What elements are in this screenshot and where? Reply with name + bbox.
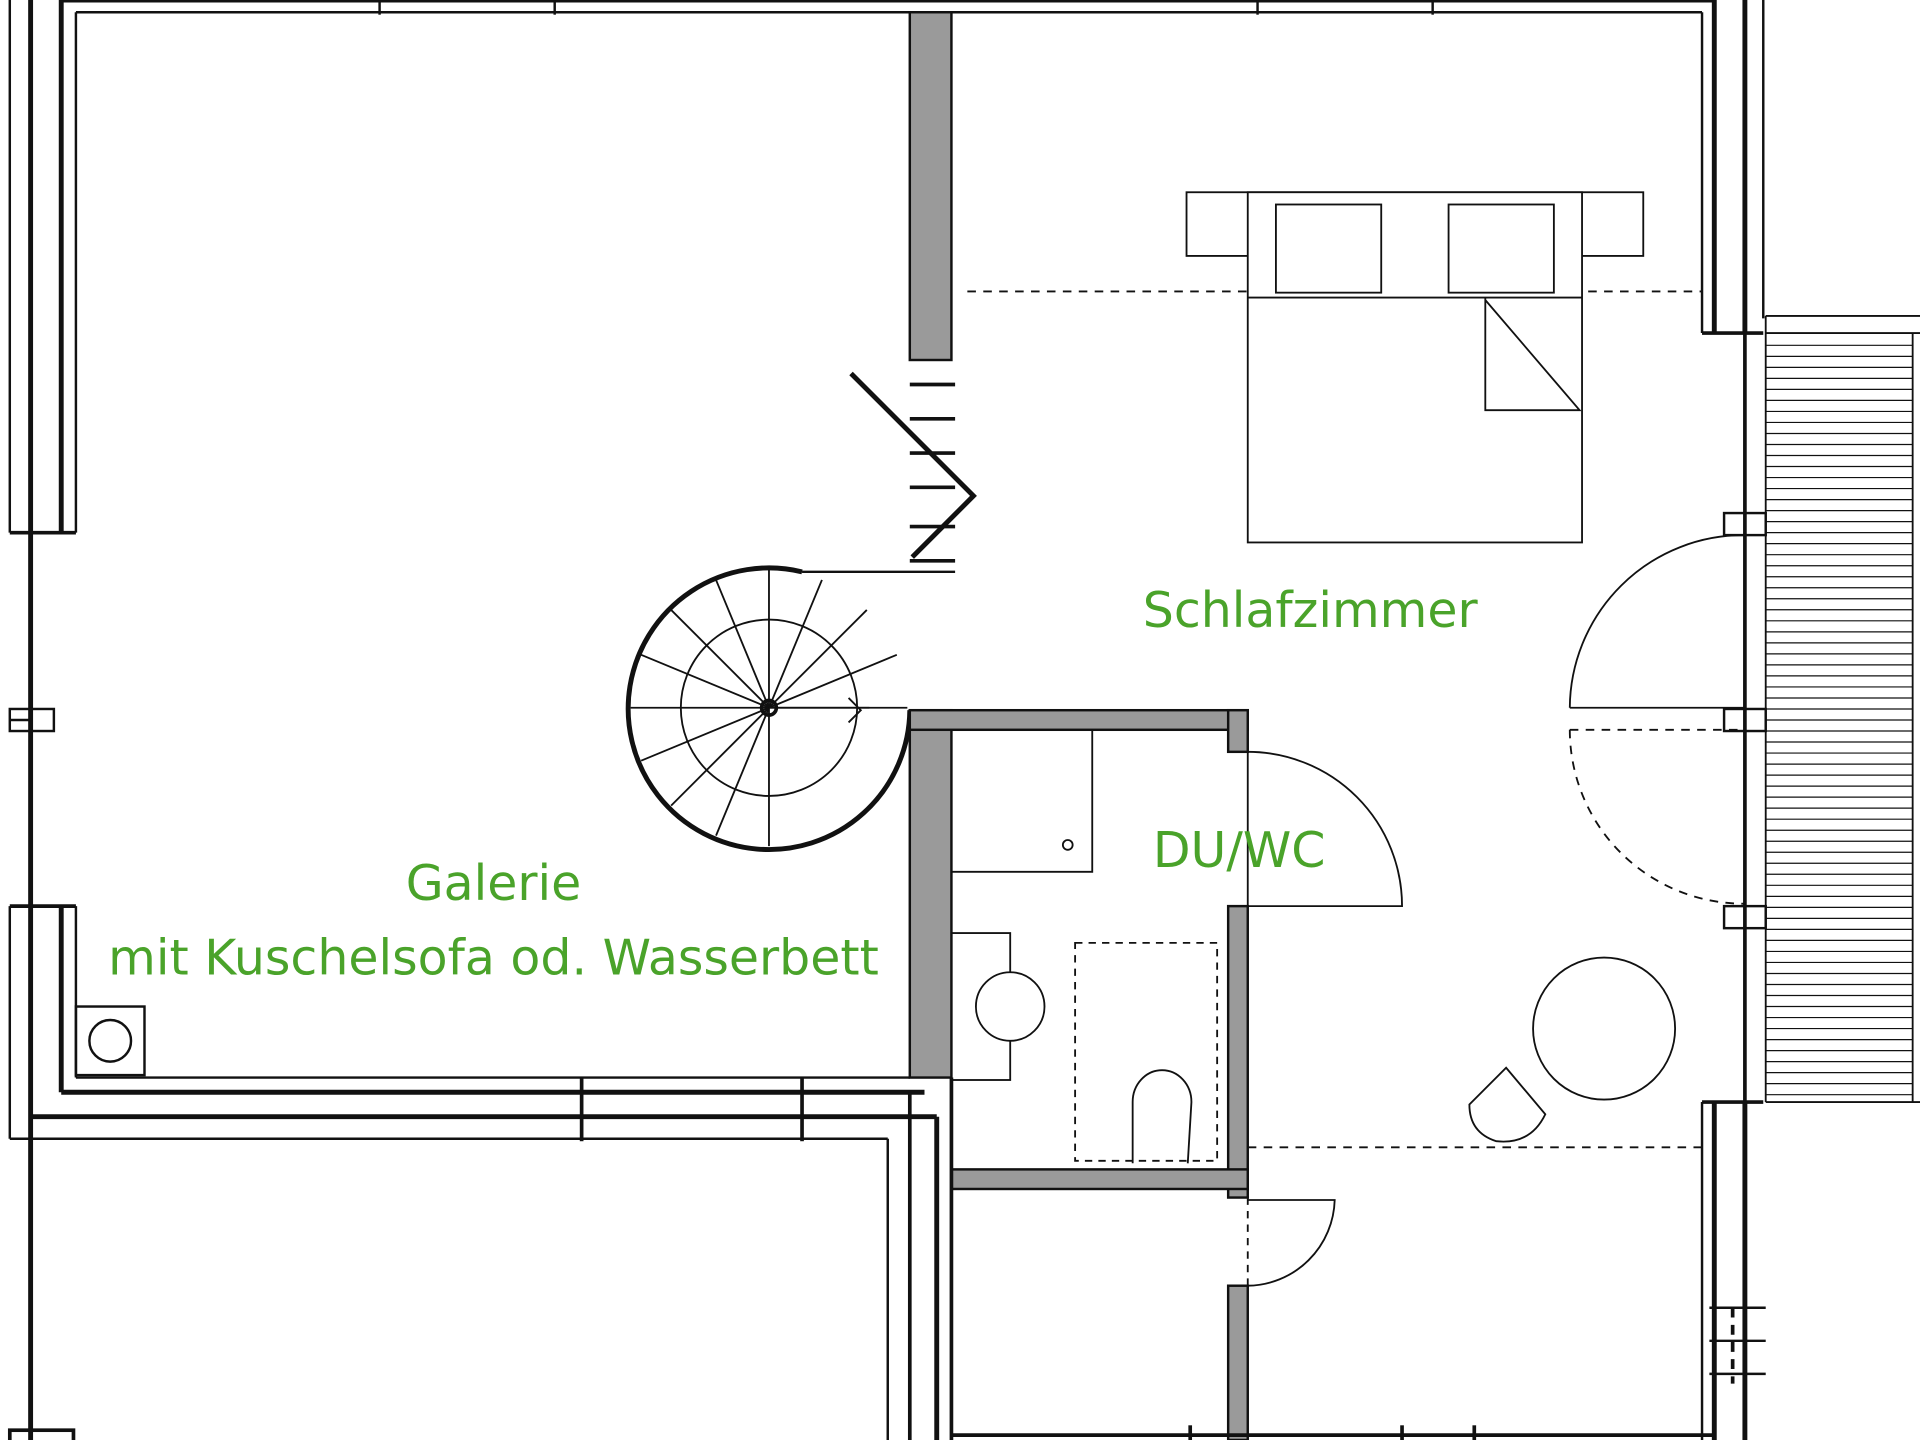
- room-label-galerie-detail: mit Kuschelsofa od. Wasserbett: [108, 930, 879, 987]
- bottom-wall: [951, 1425, 1715, 1440]
- room-label-du-wc: DU/WC: [1153, 822, 1326, 879]
- room-label-galerie: Galerie: [406, 855, 582, 912]
- bathroom-walls: [908, 708, 1249, 1440]
- hall-door: [1246, 1197, 1336, 1287]
- table-and-chair: [1468, 956, 1677, 1143]
- double-bed: [1185, 191, 1645, 544]
- room-label-schlafzimmer: Schlafzimmer: [1143, 582, 1479, 639]
- balcony-railing: [1764, 315, 1920, 1103]
- partition-wall-upper: [908, 11, 953, 362]
- bathroom-fixtures: [950, 729, 1403, 1164]
- spiral-staircase: [625, 565, 913, 852]
- outer-wall-left: [8, 0, 78, 1440]
- outer-wall-right: [1700, 0, 1767, 1440]
- outer-wall-top: [61, 0, 1715, 15]
- balcony-door: [1568, 534, 1744, 905]
- galerie-bottom-wall: [7, 1005, 940, 1440]
- stair-treads: [802, 371, 977, 574]
